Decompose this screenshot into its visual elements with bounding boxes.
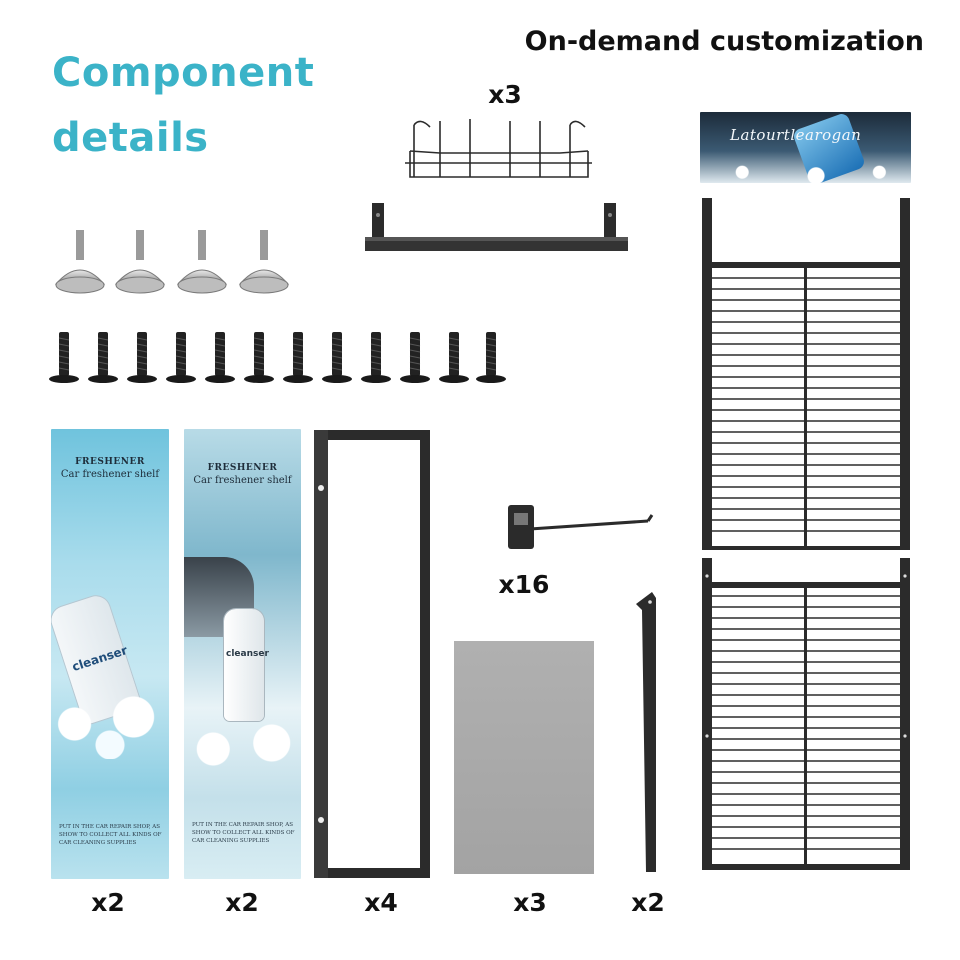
hook-illustration — [508, 505, 654, 549]
banner-1-footer: PUT IN THE CAR REPAIR SHOP, AS SHOW TO C… — [59, 824, 162, 846]
shelf-panel — [454, 641, 594, 874]
banner-2-heading: FRESHENER — [207, 463, 278, 473]
page-title-line-1: Component — [52, 50, 315, 96]
bottle-label: cleanser — [70, 643, 130, 675]
leveling-feet-illustration — [54, 229, 289, 294]
banner-2-footer: PUT IN THE CAR REPAIR SHOP, AS SHOW TO C… — [192, 822, 295, 844]
hook-quantity: x16 — [498, 570, 550, 599]
page-title-line-2: details — [52, 115, 209, 161]
frame-illustration — [314, 430, 430, 878]
mounting-bracket-illustration — [365, 203, 628, 251]
banner-1-heading: FRESHENER — [75, 457, 145, 467]
hanging-basket-quantity: x3 — [488, 80, 522, 109]
brace-quantity: x2 — [631, 888, 665, 917]
foam-decoration — [184, 719, 301, 779]
bottle-label: cleanser — [226, 649, 269, 659]
screws-illustration — [49, 331, 507, 384]
grid-panel-illustration — [702, 198, 910, 870]
foam-decoration — [700, 165, 911, 183]
shelf-panel-quantity: x3 — [513, 888, 547, 917]
frame-quantity: x4 — [364, 888, 398, 917]
top-sign-banner: Latourtlearogan — [700, 112, 911, 183]
top-sign-text: Latourtlearogan — [730, 126, 862, 144]
banner-1-subheading: Car freshener shelf — [60, 469, 160, 480]
side-banner-2: FRESHENER Car freshener shelf cleanser P… — [184, 429, 301, 879]
foam-decoration — [51, 689, 169, 759]
page-subtitle: On-demand customization — [524, 26, 924, 57]
hanging-basket-illustration — [405, 119, 592, 178]
brace-illustration — [636, 592, 656, 872]
side-banner-1-quantity: x2 — [91, 888, 125, 917]
side-banner-1: FRESHENER Car freshener shelf cleanser P… — [51, 429, 169, 879]
cleanser-bottle-icon: cleanser — [224, 609, 269, 721]
side-banner-2-quantity: x2 — [225, 888, 259, 917]
banner-2-subheading: Car freshener shelf — [193, 475, 292, 486]
